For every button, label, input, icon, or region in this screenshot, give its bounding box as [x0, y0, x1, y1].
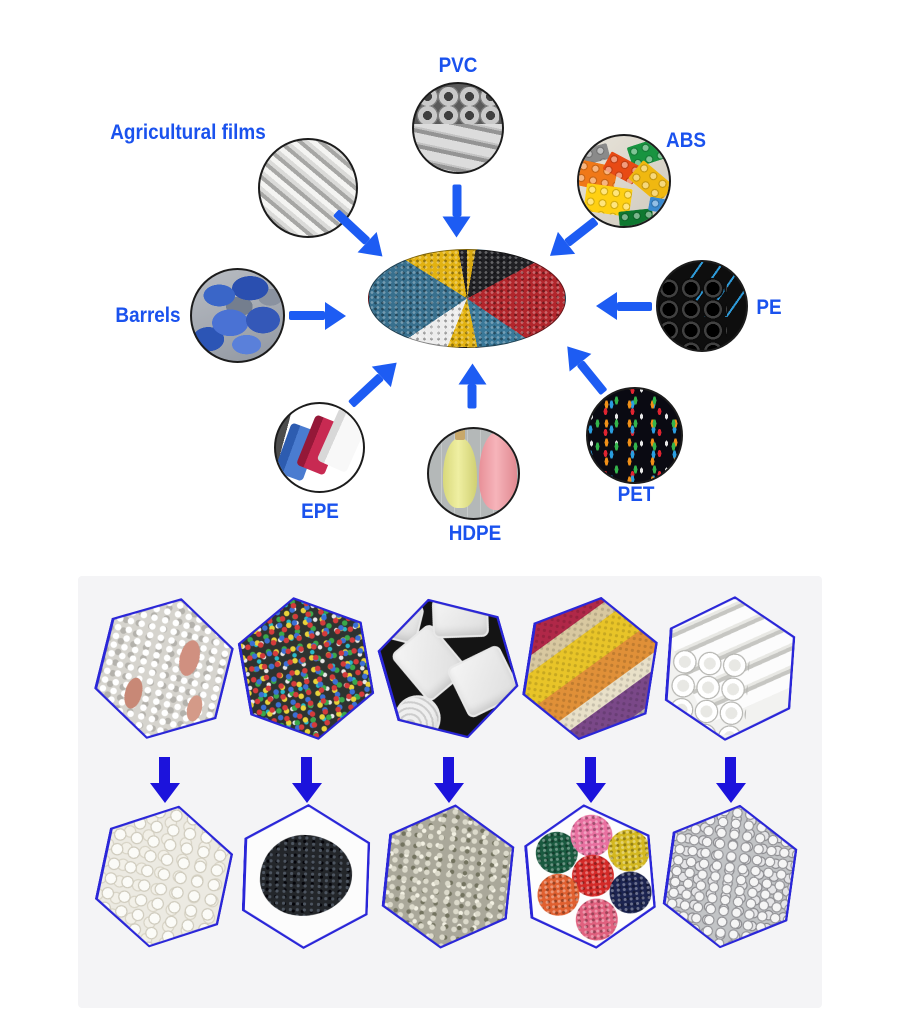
arrow-column-3-down [443, 757, 454, 783]
abs-toy-bricks-photo-icon [577, 134, 671, 228]
blue-plastic-barrels-photo-icon [190, 268, 285, 363]
pet-label: PET [617, 483, 655, 506]
hdpe-label: HDPE [448, 522, 502, 545]
epe-label: EPE [301, 500, 339, 523]
arrow-hdpe-to-center [467, 384, 477, 409]
mixed-color-plastic-pellets-photo-icon [368, 249, 566, 348]
arrow-abs-to-center [564, 216, 599, 247]
hdpe-bottles-photo-icon [427, 427, 520, 520]
agricultural-films-label: Agricultural films [110, 121, 266, 144]
arrow-column-4-down [585, 757, 596, 783]
pink-bottle [479, 432, 517, 510]
pipe-tubes-texture [414, 124, 502, 172]
toy-brick [618, 208, 654, 226]
black-pe-pipes-photo-icon [656, 260, 748, 352]
black-pellet-pile [259, 833, 354, 917]
arrow-barrels-to-center [289, 301, 346, 330]
abs-label: ABS [666, 129, 706, 152]
arrow-epe-to-center [347, 373, 385, 408]
arrow-column-5-down [725, 757, 736, 783]
barrels-label: Barrels [115, 304, 181, 327]
pellet-pile-yellow [606, 827, 652, 873]
pipe-ends-texture [658, 277, 727, 350]
toy-brick [647, 196, 669, 214]
yellow-bottle [443, 438, 477, 508]
arrow-column-1-down [159, 757, 170, 783]
pvc-label: PVC [438, 54, 478, 77]
arrow-column-2-down [301, 757, 312, 783]
arrow-pet-to-center [576, 360, 608, 396]
epe-foam-sheets-photo-icon [274, 402, 365, 493]
arrow-pe-to-center [617, 302, 652, 311]
pe-label: PE [756, 296, 782, 319]
pet-bottles-photo-icon [586, 387, 683, 484]
gray-pvc-pipes-photo-icon [412, 82, 504, 174]
arrow-pvc-to-center [452, 184, 462, 217]
